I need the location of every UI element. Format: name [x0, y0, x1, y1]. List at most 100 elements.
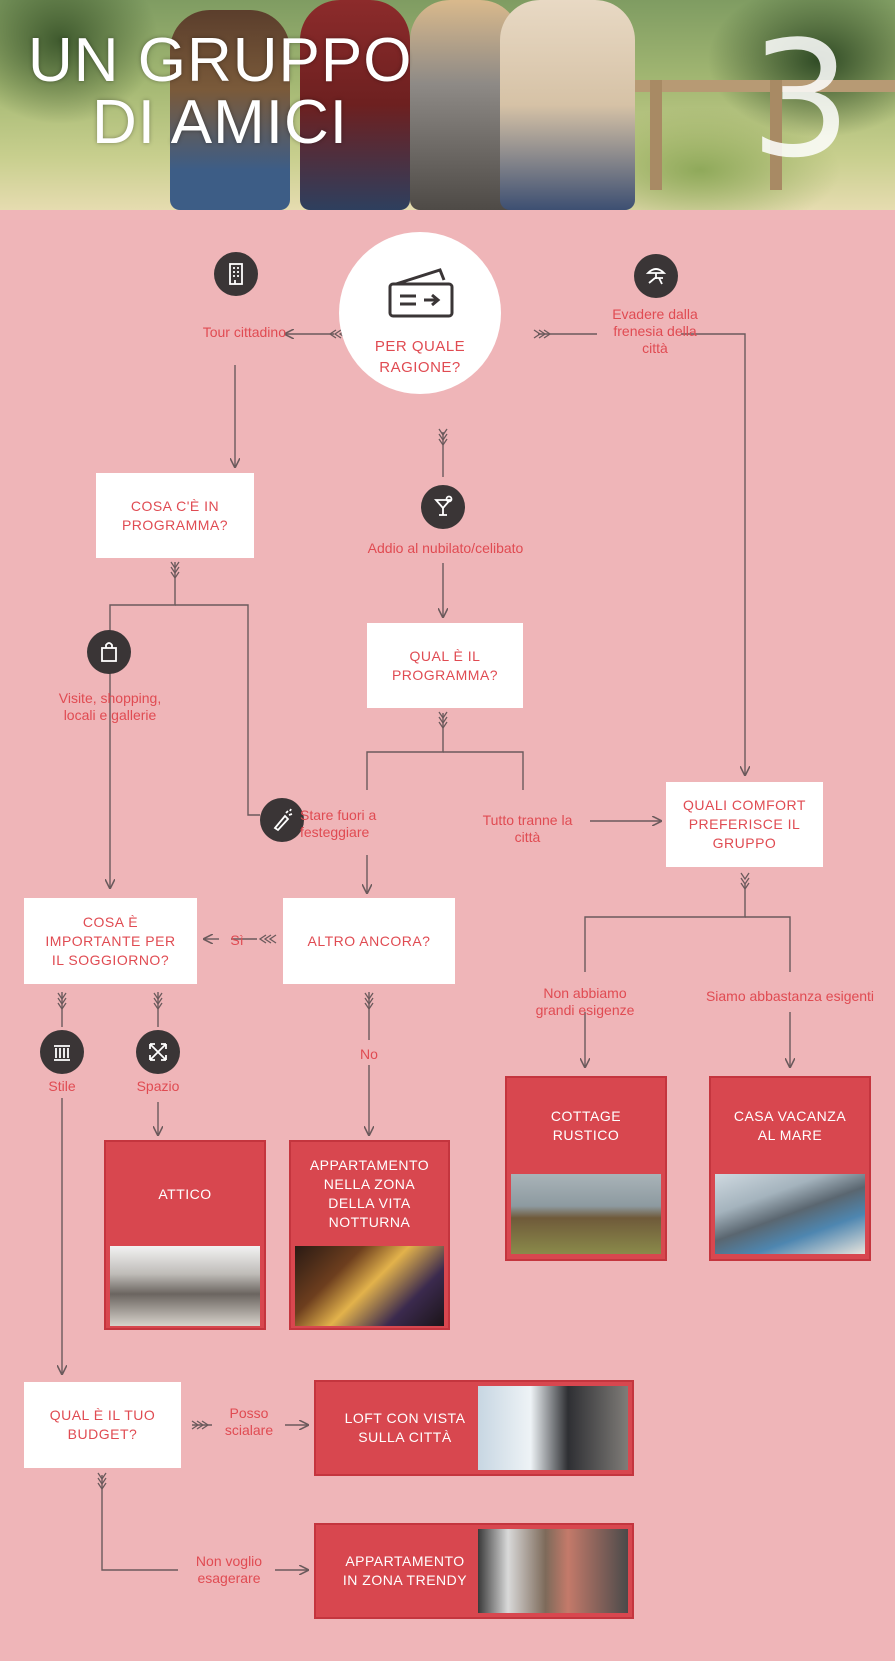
page-title: UN GRUPPO DI AMICI: [28, 30, 412, 154]
building-icon: [214, 252, 258, 296]
label-line: città: [514, 829, 541, 845]
ticket-icon: [388, 268, 454, 318]
result-title: APPARTAMENTO NELLA ZONA DELLA VITA NOTTU…: [291, 1142, 448, 1246]
result-loft: LOFT CON VISTA SULLA CITTÀ: [314, 1380, 634, 1476]
answer-space: Spazio: [136, 1078, 180, 1094]
label-line: NELLA ZONA: [323, 1176, 416, 1192]
label-line: Non abbiamo: [543, 985, 627, 1001]
branch-label-escape: Evadere dalla frenesia della città: [585, 306, 725, 357]
result-nightlife: APPARTAMENTO NELLA ZONA DELLA VITA NOTTU…: [289, 1140, 450, 1330]
label-line: Posso: [229, 1405, 269, 1421]
result-title: CASA VACANZA AL MARE: [711, 1078, 869, 1174]
label-line: COSA C'È IN: [130, 497, 220, 514]
label-line: APPARTAMENTO: [345, 1553, 465, 1569]
branch-label-party: Addio al nubilato/celibato: [367, 540, 524, 556]
label-line: BUDGET?: [67, 1426, 138, 1442]
result-seaside: CASA VACANZA AL MARE: [709, 1076, 871, 1261]
label-line: QUAL È IL TUO: [49, 1407, 156, 1423]
answer-yes: Sì: [230, 932, 244, 948]
answer-visits: Visite, shopping, locali e gallerie: [40, 690, 180, 724]
label-line: esagerare: [197, 1570, 261, 1586]
person-figure: [170, 10, 290, 210]
answer-moderate: Non voglio esagerare: [180, 1553, 278, 1587]
fence-post: [650, 80, 662, 190]
storefront-photo: [478, 1529, 628, 1613]
label-line: LOFT CON VISTA: [344, 1410, 466, 1426]
question-program: COSA C'È IN PROGRAMMA?: [96, 473, 254, 558]
label-line: APPARTAMENTO: [309, 1157, 430, 1173]
result-title: APPARTAMENTO IN ZONA TRENDY: [316, 1525, 494, 1617]
expand-arrows-icon: [136, 1030, 180, 1074]
seaside-photo: [715, 1174, 865, 1254]
start-label: PER QUALE RAGIONE?: [339, 336, 501, 378]
answer-not-city: Tutto tranne la città: [465, 812, 590, 846]
question-important: COSA È IMPORTANTE PER IL SOGGIORNO?: [24, 898, 197, 984]
result-title: COTTAGE RUSTICO: [507, 1078, 665, 1174]
label-line: QUAL È IL: [409, 647, 481, 664]
start-label-line: PER QUALE: [374, 338, 466, 355]
label-line: NOTTURNA: [328, 1214, 411, 1230]
result-attic: ATTICO: [104, 1140, 266, 1330]
label-line: DELLA VITA: [328, 1195, 411, 1211]
title-line-2: DI AMICI: [92, 88, 349, 157]
label-line: scialare: [224, 1422, 274, 1438]
result-title: ATTICO: [158, 1185, 212, 1202]
answer-no: No: [360, 1046, 378, 1062]
label-line: PREFERISCE IL: [688, 816, 801, 832]
branch-label-tour: Tour cittadino: [202, 324, 286, 340]
label-line: AL MARE: [757, 1127, 823, 1143]
label-line: QUALI COMFORT: [683, 797, 806, 813]
fence-post: [770, 80, 782, 190]
label-line: locali e gallerie: [63, 707, 157, 723]
cocktail-icon: [421, 485, 465, 529]
label-line: città: [642, 340, 668, 356]
answer-low-needs: Non abbiamo grandi esigenze: [515, 985, 655, 1019]
answer-go-out: Stare fuori a festeggiare: [300, 807, 410, 841]
result-trendy: APPARTAMENTO IN ZONA TRENDY: [314, 1523, 634, 1619]
label-line: GRUPPO: [712, 835, 777, 851]
label-line: Non voglio: [195, 1553, 263, 1569]
section-number: 3: [750, 6, 852, 193]
label-line: frenesia della: [613, 323, 697, 339]
person-figure: [300, 0, 410, 210]
label-line: RUSTICO: [552, 1127, 620, 1143]
label-line: Stare fuori a: [300, 807, 377, 823]
night-street-photo: [295, 1246, 444, 1326]
column-icon: [40, 1030, 84, 1074]
label-line: Visite, shopping,: [58, 690, 162, 706]
living-room-photo: [110, 1246, 260, 1326]
label-line: PROGRAMMA?: [391, 666, 499, 683]
label-line: grandi esigenze: [535, 1002, 635, 1018]
label-line: ALTRO ANCORA?: [307, 932, 431, 949]
cottage-photo: [511, 1174, 661, 1254]
beach-chair-icon: [634, 254, 678, 298]
champagne-icon: [260, 798, 304, 842]
fence-rail: [620, 80, 895, 92]
label-line: COSA È: [82, 913, 139, 930]
question-comfort: QUALI COMFORT PREFERISCE IL GRUPPO: [666, 782, 823, 867]
loft-photo: [478, 1386, 628, 1470]
label-line: IN ZONA TRENDY: [342, 1572, 468, 1588]
answer-splurge: Posso scialare: [216, 1405, 282, 1439]
label-line: CASA VACANZA: [733, 1108, 847, 1124]
title-line-1: UN GRUPPO: [28, 26, 413, 95]
shopping-bag-icon: [87, 630, 131, 674]
label-line: SULLA CITTÀ: [358, 1429, 452, 1445]
label-line: IMPORTANTE PER: [45, 932, 176, 949]
label-line: Evadere dalla: [612, 306, 698, 322]
label-line: PROGRAMMA?: [121, 516, 229, 533]
question-more: ALTRO ANCORA?: [283, 898, 455, 984]
answer-demanding: Siamo abbastanza esigenti: [705, 988, 875, 1004]
label-line: IL SOGGIORNO?: [51, 951, 170, 968]
start-node: PER QUALE RAGIONE?: [339, 232, 501, 394]
label-line: COTTAGE: [550, 1108, 622, 1124]
start-label-line: RAGIONE?: [379, 359, 461, 376]
header-photo: UN GRUPPO DI AMICI 3: [0, 0, 895, 210]
result-title: LOFT CON VISTA SULLA CITTÀ: [316, 1382, 494, 1474]
question-plan: QUAL È IL PROGRAMMA?: [367, 623, 523, 708]
label-line: festeggiare: [300, 824, 370, 840]
result-cottage: COTTAGE RUSTICO: [505, 1076, 667, 1261]
answer-style: Stile: [48, 1078, 76, 1094]
